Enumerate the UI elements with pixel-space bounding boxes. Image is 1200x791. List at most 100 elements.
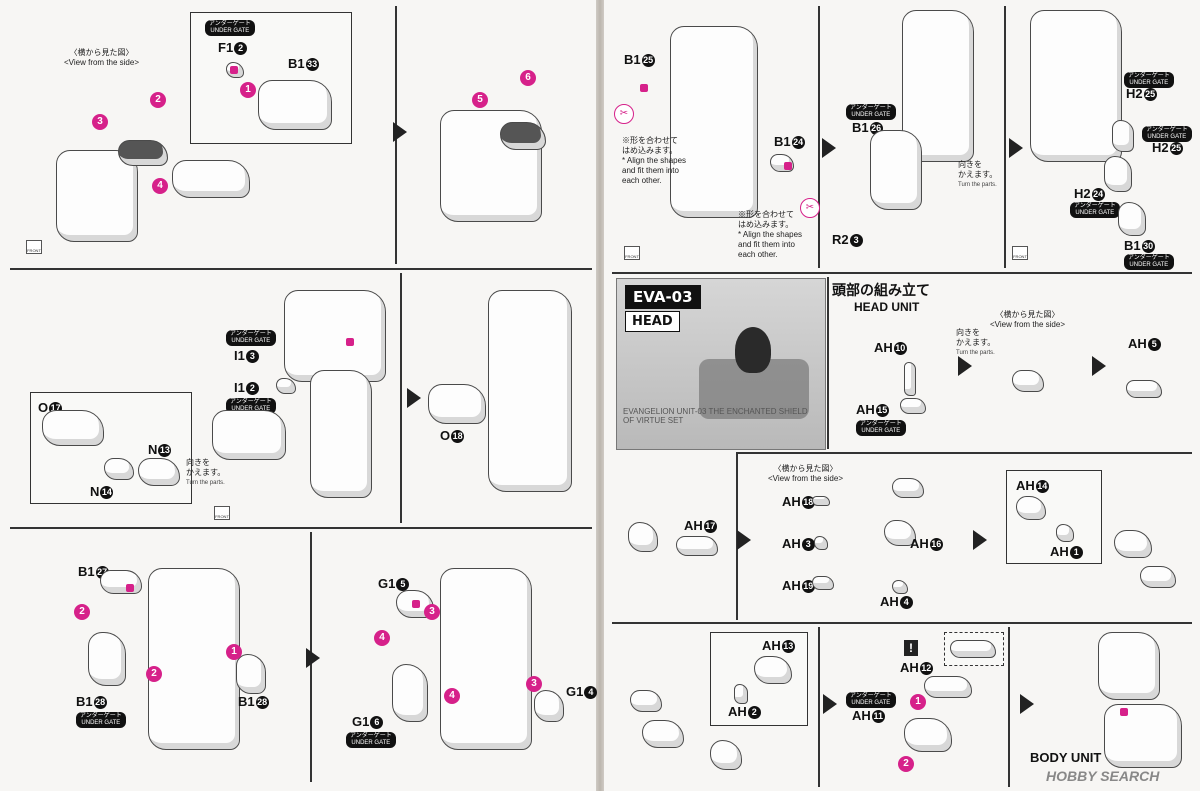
step-arrow-icon <box>1020 694 1034 714</box>
head-unit-complete <box>1098 632 1160 700</box>
step-number: 1 <box>910 694 926 710</box>
step-number: 5 <box>472 92 488 108</box>
part-ah10 <box>904 362 916 396</box>
model-shoulder <box>56 150 138 242</box>
part-head-assembled <box>1114 530 1152 558</box>
attach-point <box>126 584 134 592</box>
model-leg-back <box>1030 10 1122 162</box>
part-g1-4 <box>534 690 564 722</box>
body-unit-label: BODY UNIT <box>1030 750 1102 765</box>
attach-point <box>230 66 238 74</box>
divider <box>612 622 1192 624</box>
part-ah5 <box>1126 380 1162 398</box>
part-dark <box>500 122 546 150</box>
body-unit <box>1104 704 1182 768</box>
eva-03-head-panel: EVA-03 HEAD EVANGELION UNIT-03 THE ENCHA… <box>616 278 826 450</box>
head-assembly-title: 頭部の組み立て <box>832 282 930 298</box>
attach-point <box>1120 708 1128 716</box>
part-b1-27 <box>100 570 142 594</box>
part-b1-33 <box>258 80 332 130</box>
step-arrow-icon <box>306 648 320 668</box>
part-head-piece-2 <box>642 720 684 748</box>
head-unit-subtitle: HEAD UNIT <box>854 300 920 314</box>
part-o18 <box>428 384 486 424</box>
step-arrow-icon <box>823 694 837 714</box>
step-number: 4 <box>444 688 460 704</box>
part-ah13 <box>754 656 792 684</box>
divider <box>10 268 592 270</box>
part-ah12 <box>924 676 972 698</box>
warning-icon: ! <box>904 640 918 656</box>
step-arrow-icon <box>822 138 836 158</box>
part-o17 <box>42 410 104 446</box>
step-number: 2 <box>146 666 162 682</box>
head-tag: HEAD <box>625 311 680 332</box>
part-i1-2 <box>276 378 296 394</box>
step-arrow-icon <box>737 530 751 550</box>
part-ah17-a <box>628 522 658 552</box>
part-b1-28b <box>236 654 266 694</box>
cut-icon: ✂ <box>614 104 634 124</box>
front-icon: FRONT <box>1012 246 1028 260</box>
model-arm <box>284 290 386 382</box>
attach-point <box>346 338 354 346</box>
part-head-piece <box>630 690 662 712</box>
part-dark <box>118 140 168 166</box>
part-head-mid <box>884 520 916 546</box>
front-icon: FRONT <box>214 506 230 520</box>
model-leg <box>148 568 240 750</box>
part-n13 <box>138 458 180 486</box>
divider <box>736 452 1192 454</box>
part-ah11-assembly <box>904 718 952 752</box>
model-leg-2 <box>440 568 532 750</box>
part-b1-30 <box>1118 202 1146 236</box>
step-number: 3 <box>424 604 440 620</box>
part-ah2 <box>734 684 748 704</box>
part-ah15 <box>900 398 926 414</box>
step-number: 4 <box>374 630 390 646</box>
side-view-caption: 〈横から見た図〉<View from the side> <box>768 464 844 483</box>
eva-caption: EVANGELION UNIT-03 THE ENCHANTED SHIELD … <box>623 407 808 425</box>
step-arrow-icon <box>973 530 987 550</box>
step-arrow-icon <box>393 122 407 142</box>
part-ah3 <box>814 536 828 550</box>
front-icon: FRONT <box>26 240 42 254</box>
part-n14 <box>104 458 134 480</box>
part-ah18 <box>812 496 830 506</box>
step-number: 6 <box>520 70 536 86</box>
cut-icon: ✂ <box>800 198 820 218</box>
step-arrow-icon <box>1092 356 1106 376</box>
divider <box>10 527 592 529</box>
divider <box>612 272 1192 274</box>
step-number: 2 <box>150 92 166 108</box>
model-leg-right <box>670 26 758 218</box>
